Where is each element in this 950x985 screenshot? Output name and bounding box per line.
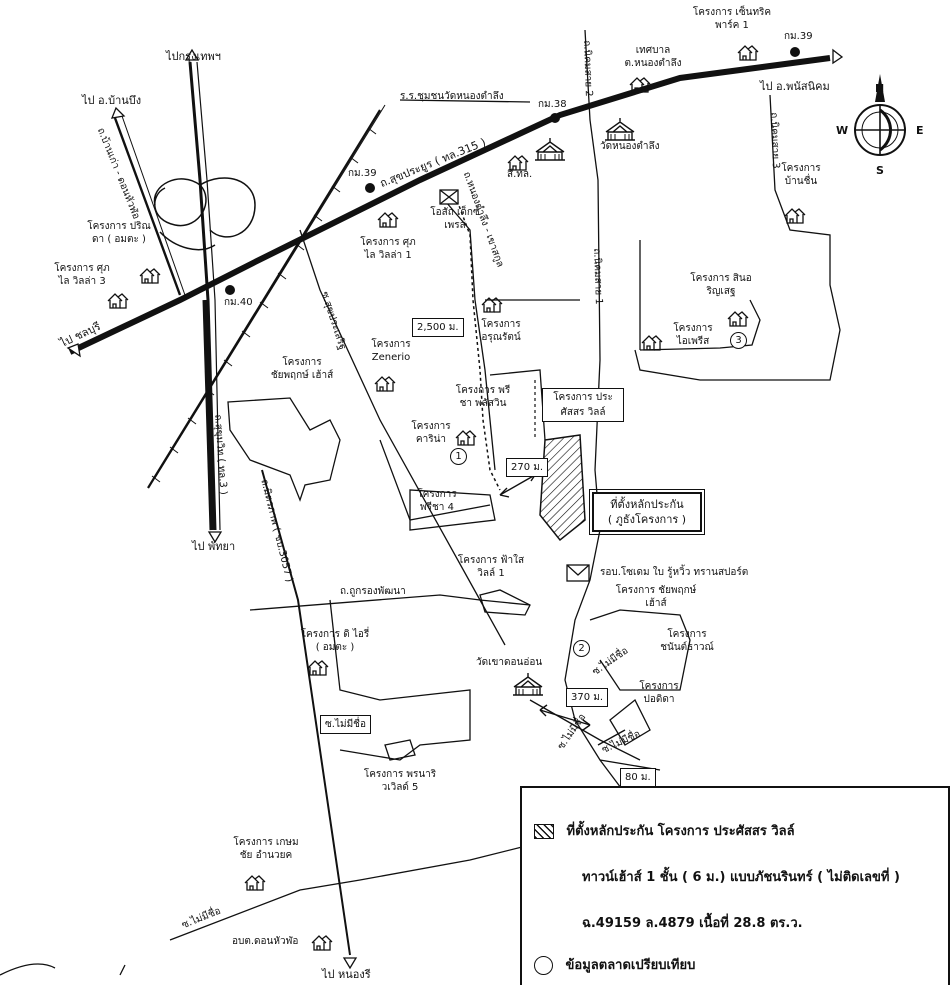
soi-no-name-box: ซ.ไม่มีชื่อ <box>320 715 371 734</box>
khlong-phatthana-label: ถ.ถูกรองพัฒนา <box>340 586 406 597</box>
comparable-3: 3 <box>730 332 747 349</box>
railway <box>147 109 381 489</box>
mitraphap-road <box>261 469 351 956</box>
project-chaiyapruek2: โครงการ ชัยพฤกษ์ เฮ้าส์ <box>615 585 697 609</box>
project-sentrick: โครงการ เซ็นทริค พาร์ค 1 <box>692 7 772 31</box>
project-supai3: โครงการ ศุภไล วิลล่า 3 <box>54 263 110 287</box>
project-puenwari: โครงการ พรนาริวเวิลด์ 5 <box>363 769 437 793</box>
nikhom3-label: ถ.นิคมสาย 3 <box>768 112 781 169</box>
dhl-office-label: รอบ.โซเดม ใบ รู้หวิ้ว ทรานสปอร์ต <box>600 567 749 578</box>
legend-hatch-row: ที่ตั้งหลักประกัน โครงการ ประศัสสร วิลล์ <box>534 820 795 841</box>
to-ban-bueng-label: ไป อ.บ้านบึง <box>82 94 142 107</box>
compass-e: E <box>916 124 924 137</box>
legend-desc-line1: ทาวน์เฮ้าส์ 1 ชั้น ( 6 ม.) แบบภัชนรินทร์… <box>582 870 900 885</box>
hatch-swatch-icon <box>534 824 554 839</box>
km38-label: กม.38 <box>538 99 567 110</box>
km39-right-label: กม.39 <box>784 31 813 42</box>
project-sinsaree: โครงการ สินอริญเสฐ <box>690 273 752 297</box>
project-prasatsorn: โครงการ ประศัสสร วิลล์ <box>542 388 624 422</box>
project-chalerm: โครงการ ชนันต์ธาวณ์ <box>660 629 714 653</box>
temple-nong-tamlueng-label: วัดหนองตำลึง <box>600 141 660 152</box>
project-sawiyakorn: โครงการ ปอดิดา <box>639 681 679 705</box>
tesaban-label: เทศบาล ต.หนองตำลึง <box>624 45 682 69</box>
legend-circle-row: ข้อมูลตลาดเปรียบเทียบ <box>534 954 695 975</box>
project-pattaya-am: โครงการ ปริณดา ( อมตะ ) <box>87 221 151 245</box>
circle-swatch-icon <box>534 956 553 975</box>
project-zenerio: โครงการ Zenerio <box>371 339 411 363</box>
project-sine-plus: โครงการ ไอเพรีส <box>673 323 713 347</box>
to-phanat-nikhom-label: ไป อ.พนัสนิคม <box>760 80 830 93</box>
distance-370: 370 ม. <box>566 688 609 707</box>
collateral-site <box>539 434 586 542</box>
legend-hatch-text: ที่ตั้งหลักประกัน โครงการ ประศัสสร วิลล์ <box>566 824 795 839</box>
project-aranyik: โครงการ อรุณรัตน์ <box>481 319 521 343</box>
project-vichai1: โครงการ ฟ้าใส วิลล์ 1 <box>457 555 525 579</box>
distance-80: 80 ม. <box>620 768 656 787</box>
project-pricha: โครงการ พรีชา พลัสวิน <box>455 385 511 409</box>
school-label: ร.ร.ชุมชนวัดหนองตำลึง <box>400 91 504 102</box>
project-chayapruek: โครงการ ชัยพฤกษ์ เฮ้าส์ <box>270 357 334 381</box>
project-life-verde: โครงการ ดิ ไอรี่ ( อมตะ ) <box>300 629 370 653</box>
project-baan-chuen: โครงการ บ้านชื่น <box>781 163 821 187</box>
collateral-callout-line1: ที่ตั้งหลักประกัน <box>610 498 684 511</box>
distance-270: 270 ม. <box>506 458 549 477</box>
compass-n: N <box>875 82 885 95</box>
motorway <box>188 61 217 531</box>
nikhom2-label: ถ.นิคมสาย 2 <box>581 40 594 97</box>
comparable-1: 1 <box>450 448 467 465</box>
to-pattaya-label: ไป พัทยา <box>192 540 236 553</box>
distance-2100: 2,500 ม. <box>412 318 464 337</box>
project-kamnuanchai: โครงการ เกษมชัย อำนวยค <box>233 837 299 861</box>
km40-label: กม.40 <box>224 297 253 308</box>
project-karina: โครงการ คาริน่า <box>411 421 451 445</box>
nikhom1-label: ถ.นิคมสาย 1 <box>591 248 604 305</box>
wat-bottom-label: วัดเขาดอนอ่อน <box>476 657 543 668</box>
project-pricha4: โครงการ พรีชา 4 <box>417 489 457 513</box>
aomsin-label: อบต.ดอนหัวฬ่อ <box>232 936 299 947</box>
sign-office-label: โอสัถ เด็กซ์เพรส <box>430 207 480 231</box>
comparable-2: 2 <box>573 640 590 657</box>
legend-panel: ที่ตั้งหลักประกัน โครงการ ประศัสสร วิลล์… <box>520 786 950 985</box>
sukprayoon-highway <box>68 55 831 355</box>
collateral-callout-line2: ( ภูธังโครงการ ) <box>607 513 687 526</box>
to-bangkok-label: ไปกรุงเทพฯ <box>166 50 221 63</box>
compass-s: S <box>876 164 884 177</box>
sor-tor-label: สี.ทล. <box>507 169 533 180</box>
project-supai1: โครงการ ศุภไล วิลล่า 1 <box>360 237 416 261</box>
compass-icon <box>854 74 906 156</box>
km39-left-label: กม.39 <box>348 168 377 179</box>
compass-w: W <box>836 124 849 137</box>
collateral-callout: ที่ตั้งหลักประกัน ( ภูธังโครงการ ) <box>589 489 705 535</box>
to-nong-ri-label: ไป หนองรี <box>322 968 371 981</box>
legend-desc-line2: ฉ.49159 ล.4879 เนื้อที่ 28.8 ตร.ว. <box>582 916 803 931</box>
legend-circle-text: ข้อมูลตลาดเปรียบเทียบ <box>565 958 696 973</box>
